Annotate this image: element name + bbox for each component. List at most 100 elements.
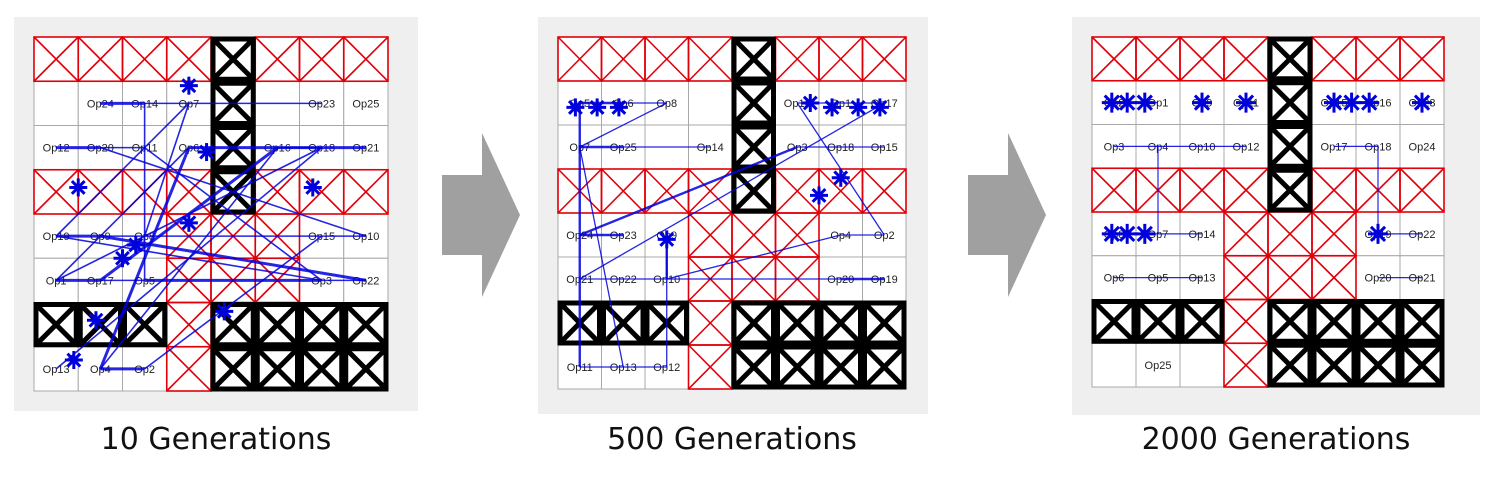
blocked-cell bbox=[254, 302, 300, 348]
restricted-cell bbox=[861, 36, 907, 82]
blocked-cell-diag bbox=[1400, 299, 1444, 344]
restricted-cell-diag bbox=[1223, 211, 1269, 257]
blocked-cell-diag bbox=[862, 301, 906, 345]
op-label: Op18 bbox=[827, 142, 854, 154]
blocked-cell-diag bbox=[299, 302, 344, 347]
restricted-cell-diag bbox=[343, 36, 389, 82]
link-hub-mark bbox=[802, 95, 818, 111]
restricted-cell-diag bbox=[687, 212, 733, 258]
link-hub-mark bbox=[115, 250, 130, 266]
blocked-cell bbox=[210, 169, 256, 215]
blocked-cell bbox=[299, 346, 345, 392]
blocked-cell bbox=[1135, 299, 1181, 344]
link-hub-mark bbox=[1237, 94, 1255, 111]
op-label: Op4 bbox=[830, 230, 851, 242]
restricted-cell bbox=[342, 168, 389, 215]
link-hub-mark bbox=[659, 231, 675, 247]
restricted-cell-diag bbox=[343, 169, 389, 215]
blocked-cell-diag bbox=[732, 81, 776, 125]
blocked-cell bbox=[818, 344, 863, 390]
link-line bbox=[579, 146, 624, 368]
link-line bbox=[579, 102, 885, 280]
restricted-cell-diag bbox=[1355, 36, 1401, 82]
blocked-cell-diag bbox=[775, 301, 819, 345]
link-hub-mark bbox=[1136, 225, 1153, 243]
blocked-cell bbox=[210, 302, 256, 348]
blocked-cell-diag bbox=[343, 346, 388, 391]
op-label: Op13 bbox=[43, 364, 70, 376]
blocked-cell-diag bbox=[732, 301, 776, 345]
blocked-cell bbox=[731, 344, 776, 390]
restricted-cell-diag bbox=[1135, 36, 1181, 82]
link-hub-mark bbox=[611, 99, 627, 115]
link-hub-mark bbox=[589, 99, 605, 115]
restricted-cell-diag bbox=[1399, 36, 1445, 82]
blocked-cell bbox=[1399, 342, 1445, 388]
blocked-cell bbox=[1355, 342, 1401, 388]
restricted-cell-diag bbox=[1311, 167, 1357, 213]
op-label: Op12 bbox=[653, 362, 680, 374]
blocked-cell-diag bbox=[1136, 299, 1180, 344]
blocked-cell bbox=[731, 300, 776, 346]
blocked-cell-diag bbox=[1180, 299, 1224, 344]
restricted-cell-diag bbox=[731, 212, 777, 258]
blocked-cell bbox=[731, 124, 776, 170]
blocked-cell bbox=[122, 302, 168, 348]
blocked-cell bbox=[818, 300, 863, 346]
blocked-cell bbox=[343, 302, 389, 348]
layout-grid-10-generations: Op24Op14Op7Op23Op25Op12Op20Op11Op6Op16Op… bbox=[33, 36, 389, 392]
layout-grid-500-generations: Op5Op6Op8Op16Op1Op17Op7Op25Op14Op3Op18Op… bbox=[557, 36, 907, 390]
grid-cell bbox=[1179, 342, 1225, 388]
restricted-cell bbox=[1399, 36, 1445, 82]
restricted-cell-diag bbox=[1223, 298, 1269, 344]
blocked-cell-diag bbox=[34, 302, 79, 347]
blocked-cell-diag bbox=[255, 302, 300, 347]
blocked-cell-diag bbox=[299, 346, 344, 391]
op-label: Op13 bbox=[610, 362, 637, 374]
panel-500-generations: Op5Op6Op8Op16Op1Op17Op7Op25Op14Op3Op18Op… bbox=[538, 17, 928, 414]
blocked-cell-diag bbox=[122, 302, 167, 347]
restricted-cell-diag bbox=[254, 169, 301, 215]
grid-cell bbox=[1135, 342, 1181, 388]
blocked-cell bbox=[731, 80, 776, 126]
link-hub-mark bbox=[1103, 225, 1120, 243]
blocked-cell bbox=[1267, 36, 1313, 82]
blocked-cell bbox=[1267, 167, 1313, 213]
op-label: Op24 bbox=[1409, 141, 1436, 153]
restricted-cell-diag bbox=[1179, 36, 1225, 82]
generation-label-2000: 2000 Generations bbox=[1141, 422, 1411, 457]
link-line bbox=[579, 145, 798, 237]
generation-label-10: 10 Generations bbox=[100, 422, 332, 457]
blocked-cell-diag bbox=[1268, 124, 1312, 169]
link-hub-mark bbox=[305, 180, 321, 195]
link-hub-mark bbox=[833, 170, 849, 186]
blocked-cell bbox=[775, 300, 820, 346]
op-label: Op3 bbox=[1104, 141, 1125, 153]
restricted-cell-diag bbox=[1311, 211, 1357, 257]
blocked-cell bbox=[210, 36, 256, 82]
restricted-cell-diag bbox=[1091, 167, 1137, 213]
generation-label-500: 500 Generations bbox=[607, 422, 857, 457]
link-hub-mark bbox=[181, 78, 197, 94]
restricted-cell-diag bbox=[818, 168, 864, 214]
layout-grid-2000-generations: Op2Op1Op9Op11Op15Op16Op23Op3Op4Op10Op12O… bbox=[1091, 36, 1445, 388]
op-label: Op7 bbox=[1148, 229, 1169, 241]
restricted-cell-diag bbox=[557, 36, 603, 82]
link-hub-mark bbox=[1361, 94, 1378, 111]
restricted-cell-diag bbox=[600, 168, 646, 214]
op-label: Op13 bbox=[1189, 273, 1216, 285]
blocked-cell bbox=[1311, 299, 1357, 344]
restricted-cell-diag bbox=[166, 346, 212, 392]
panel-2000-generations: Op2Op1Op9Op11Op15Op16Op23Op3Op4Op10Op12O… bbox=[1072, 17, 1480, 415]
blocked-cell bbox=[862, 344, 907, 390]
blocked-cell-diag bbox=[1268, 343, 1312, 387]
blocked-cell bbox=[731, 36, 776, 82]
op-label: Op1 bbox=[1148, 98, 1169, 110]
link-hub-mark bbox=[1343, 94, 1360, 111]
restricted-cell-diag bbox=[298, 169, 345, 215]
blocked-cell-diag bbox=[1268, 80, 1312, 125]
link-hub-mark bbox=[824, 99, 840, 115]
blocked-cell-diag bbox=[1268, 37, 1312, 81]
op-label: Op6 bbox=[1104, 273, 1125, 285]
link-hub-mark bbox=[1119, 225, 1136, 243]
